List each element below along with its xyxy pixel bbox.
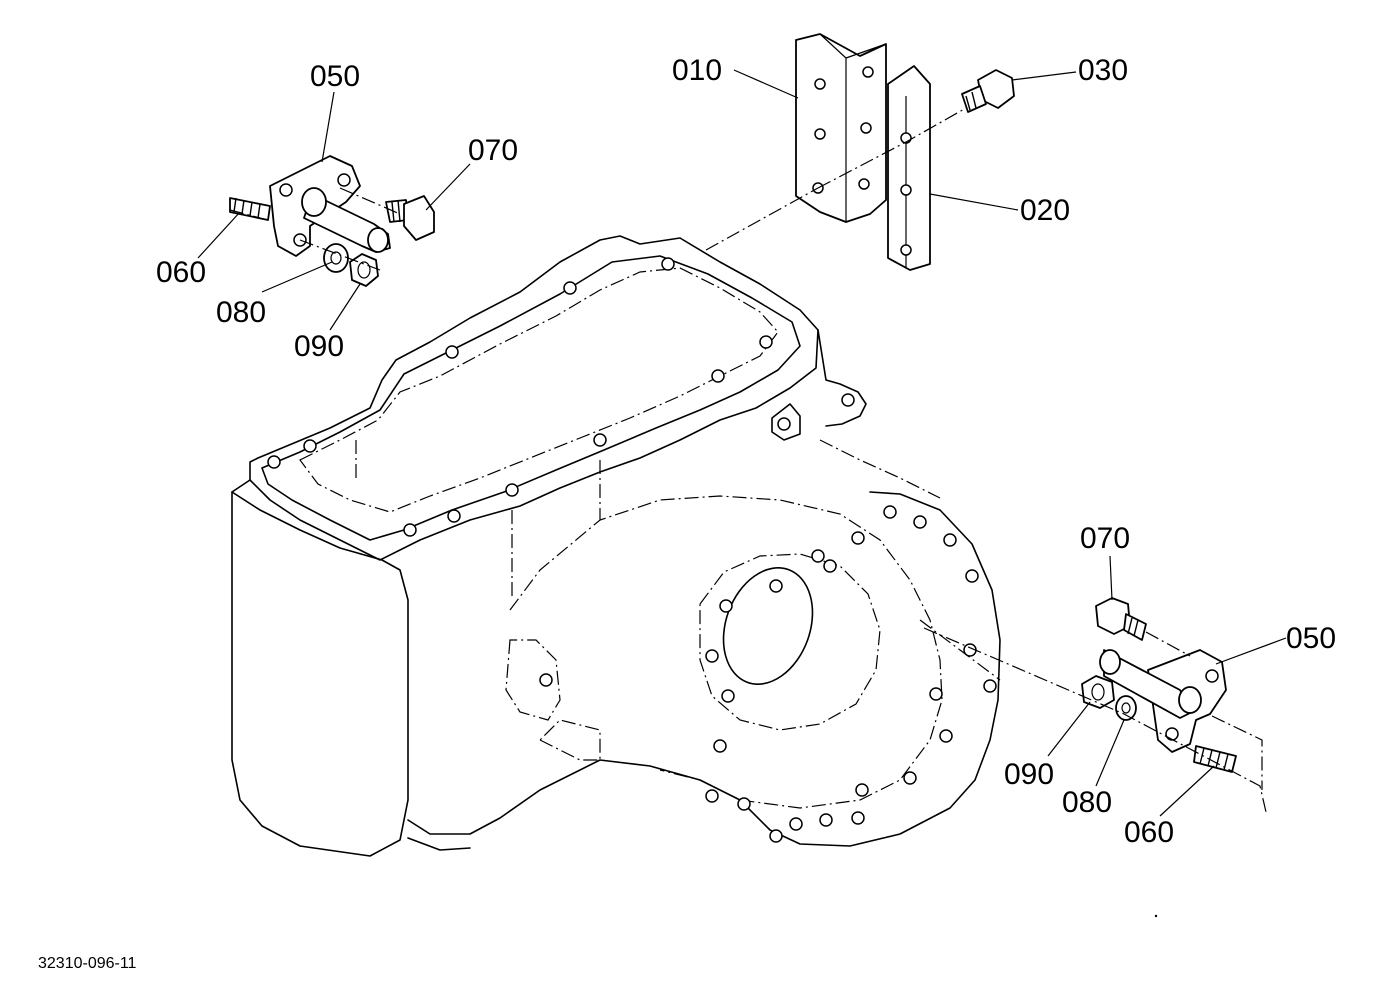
- washer-080-left: [323, 243, 349, 273]
- callout-050-right: 050: [1286, 622, 1336, 655]
- bolt-030: [961, 69, 1015, 113]
- callout-070-right: 070: [1080, 522, 1130, 555]
- callout-010: 010: [672, 54, 722, 87]
- leader-lines: [197, 69, 1287, 817]
- callout-060-right: 060: [1124, 816, 1174, 849]
- callout-080-left: 080: [216, 296, 266, 329]
- angle-bracket-010: [795, 33, 887, 223]
- plate-bracket-020: [887, 65, 931, 271]
- washer-080-right: [1115, 695, 1137, 721]
- bolt-070-left: [385, 195, 435, 241]
- callout-050-left: 050: [310, 60, 360, 93]
- callout-030: 030: [1078, 54, 1128, 87]
- callout-090-right: 090: [1004, 758, 1054, 791]
- stud-bolt-060-left: [229, 197, 271, 221]
- nut-090-left: [349, 253, 379, 287]
- stud-bolt-060-right: [1193, 745, 1237, 773]
- callout-060-left: 060: [156, 256, 206, 289]
- stray-dot: [1154, 914, 1158, 918]
- callout-020: 020: [1020, 194, 1070, 227]
- nut-090-right: [1081, 675, 1115, 709]
- transmission-case: [231, 235, 1001, 857]
- callout-080-right: 080: [1062, 786, 1112, 819]
- mounting-bracket-050-left: [269, 155, 391, 257]
- bolt-070-right: [1095, 597, 1147, 641]
- drawing-number: 32310-096-11: [38, 955, 137, 972]
- callout-090-left: 090: [294, 330, 344, 363]
- callout-070-left: 070: [468, 134, 518, 167]
